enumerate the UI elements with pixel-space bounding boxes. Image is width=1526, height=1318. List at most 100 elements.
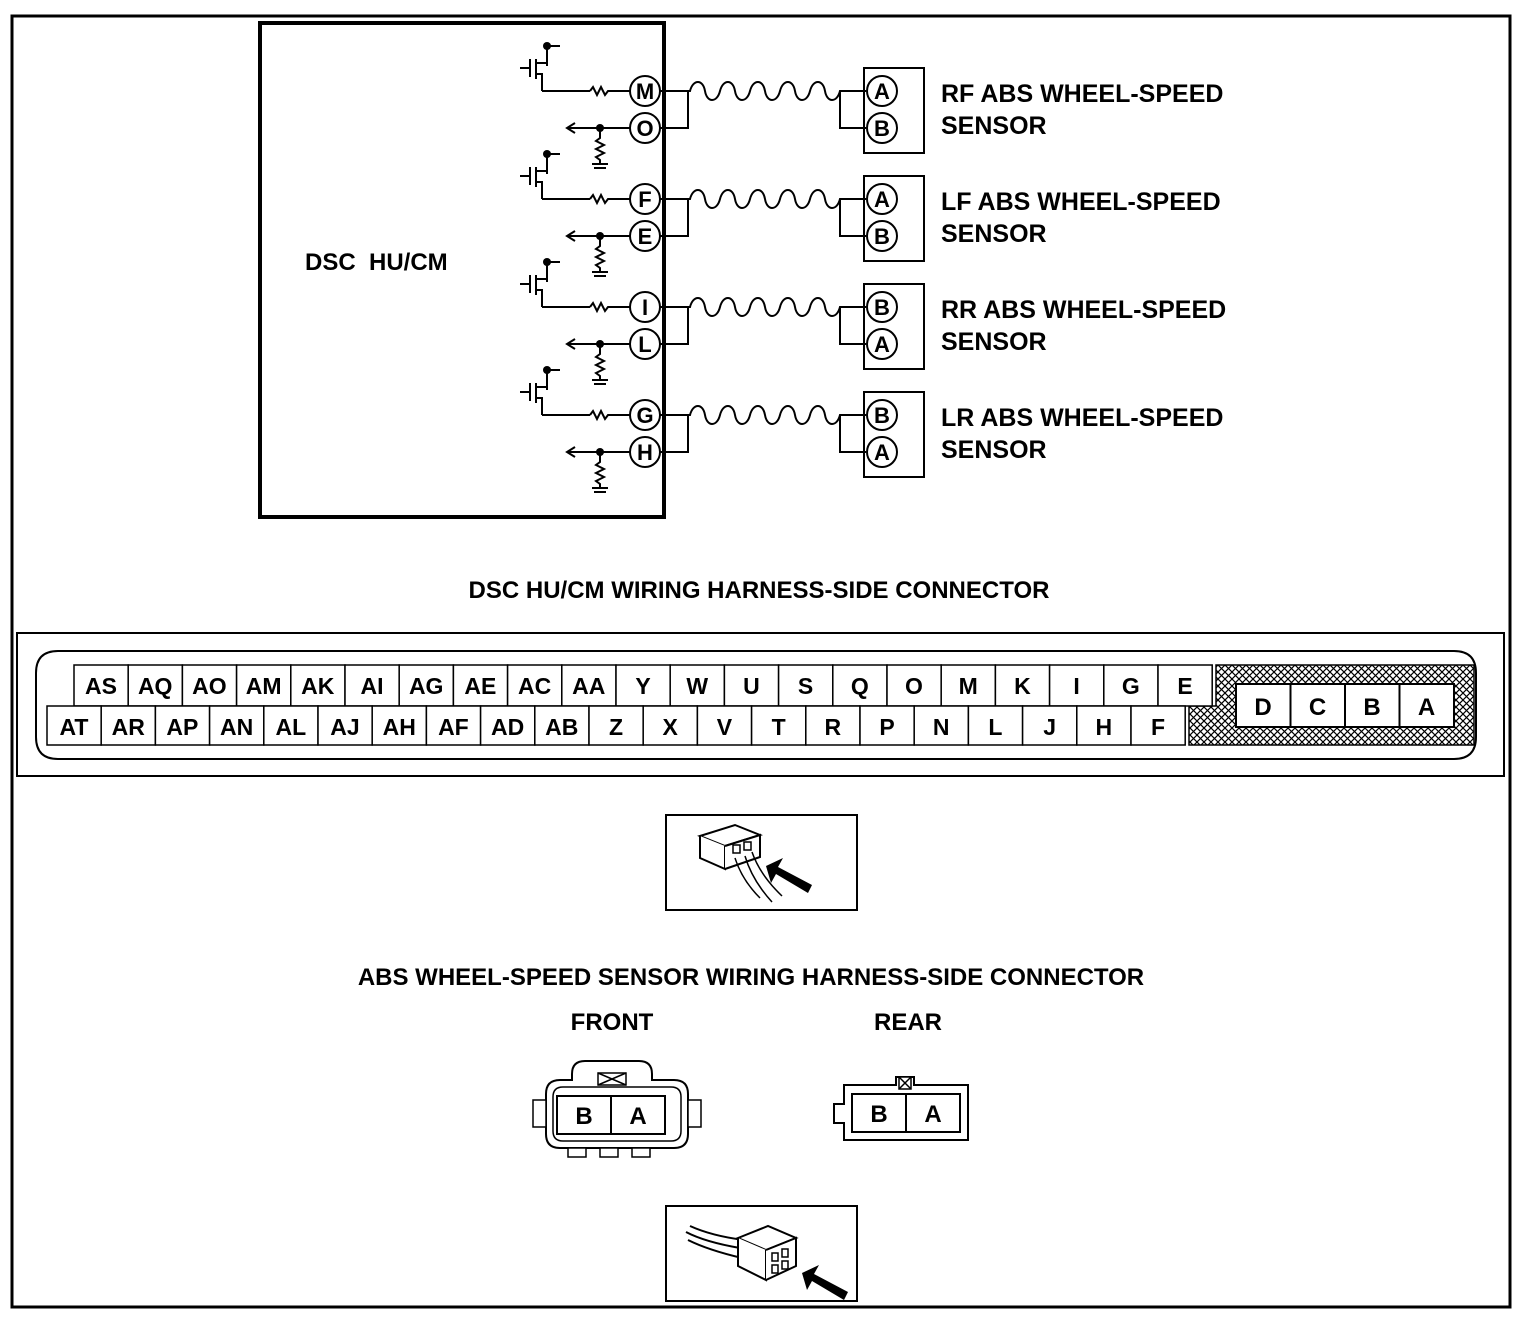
- connector-pin-label: AA: [572, 673, 605, 699]
- connector-pin-label: V: [717, 714, 733, 740]
- connector-pin-cell: [832, 664, 888, 707]
- connector-pin-cell: [588, 705, 644, 746]
- connector-pin-label: AC: [518, 673, 551, 699]
- connector-pin-label: AT: [60, 714, 89, 740]
- connector-large-pin-cell: [1289, 683, 1346, 728]
- connector-pin-label: AE: [464, 673, 496, 699]
- page-frame: [10, 14, 1512, 1309]
- module-pin-label: I: [642, 295, 648, 320]
- wire: [660, 199, 866, 237]
- connector-pin-cell: [1103, 664, 1159, 707]
- pulldown-resistor-icon: [593, 128, 607, 164]
- connector-pin-label: Z: [609, 714, 623, 740]
- connector-pin-cell: [506, 664, 563, 707]
- connector-pin-cell: [425, 705, 482, 746]
- connector-pin-cell: [696, 705, 753, 746]
- connector-pin-label: AQ: [138, 673, 173, 699]
- pulldown-resistor-icon: [593, 344, 607, 380]
- connector-pin-label: I: [1073, 673, 1079, 699]
- resistor-icon: [589, 84, 630, 98]
- connector-pin-label: H: [1095, 714, 1112, 740]
- sensor-connector-title: ABS WHEEL-SPEED SENSOR WIRING HARNESS-SI…: [358, 964, 1144, 991]
- connector-pin-cell: [859, 705, 915, 746]
- signal-arrow-icon: [565, 230, 576, 242]
- connector-pin-label: Y: [635, 673, 650, 699]
- front-connector-label: FRONT: [571, 1009, 654, 1036]
- ground-icon: [592, 271, 608, 277]
- front-pin-b: B: [575, 1103, 592, 1130]
- connector-view-icon-sensor: [665, 1205, 858, 1302]
- connector-pin-cell: [344, 664, 400, 707]
- connector-large-pin-label: C: [1309, 694, 1326, 721]
- connector-view-icon-module: [665, 814, 858, 911]
- sensor-pin-circle: [866, 220, 898, 252]
- resistor-icon: [589, 408, 630, 422]
- rear-pin-a: A: [924, 1101, 941, 1128]
- ground-icon: [592, 379, 608, 385]
- connector-pin-cell: [669, 664, 726, 707]
- twisted-wire: [660, 81, 877, 101]
- connector-pin-label: AJ: [330, 714, 359, 740]
- front-pin-a: A: [629, 1103, 646, 1130]
- connector-pin-cell: [561, 664, 617, 707]
- connector-pin-label: AM: [246, 673, 282, 699]
- connector-pin-label: T: [772, 714, 786, 740]
- connector-large-pin-label: A: [1418, 694, 1435, 721]
- rear-connector-label: REAR: [874, 1009, 942, 1036]
- sensor-pin-circle: [866, 291, 898, 323]
- connector-pin-label: J: [1043, 714, 1056, 740]
- connector-pin-cell: [886, 664, 942, 707]
- connector-pin-label: AK: [301, 673, 335, 699]
- rear-pin-b: B: [870, 1101, 887, 1128]
- sensor-name-line1: RF ABS WHEEL-SPEED: [941, 80, 1223, 108]
- sensor-pin-circle: [866, 436, 898, 468]
- connector-pin-cell: [398, 664, 455, 707]
- module-pin-label: L: [638, 332, 651, 357]
- connector-pin-label: AO: [192, 673, 227, 699]
- connector-pin-label: G: [1122, 673, 1140, 699]
- sensor-name-line2: SENSOR: [941, 220, 1047, 248]
- connector-pin-cell: [534, 705, 590, 746]
- connector-pin-cell: [1130, 705, 1186, 746]
- sensor-name-line2: SENSOR: [941, 112, 1047, 140]
- connector-pin-cell: [127, 664, 184, 707]
- connector-pin-cell: [181, 664, 238, 707]
- ground-icon: [592, 487, 608, 493]
- connector-pin-label: Q: [851, 673, 869, 699]
- connector-pin-label: AP: [166, 714, 198, 740]
- signal-arrow-icon: [565, 338, 576, 350]
- transistor-icon: [520, 59, 548, 91]
- sensor-name-line2: SENSOR: [941, 436, 1047, 464]
- sensor-name-line1: RR ABS WHEEL-SPEED: [941, 296, 1226, 324]
- module-pin-label: E: [638, 224, 653, 249]
- wire: [660, 91, 866, 129]
- sensor-pin-label: A: [874, 440, 890, 465]
- sensor-pin-label: B: [874, 116, 890, 141]
- signal-arrow-icon: [565, 122, 576, 134]
- twisted-wire: [660, 405, 877, 425]
- connector-pin-label: AH: [383, 714, 416, 740]
- connector-pin-label: U: [743, 673, 760, 699]
- connector-pin-label: K: [1014, 673, 1031, 699]
- transistor-icon: [520, 383, 548, 415]
- connector-pin-label: AG: [409, 673, 444, 699]
- connector-large-pin-label: D: [1254, 694, 1271, 721]
- connector-pin-cell: [154, 705, 211, 746]
- connector-pin-cell: [46, 705, 102, 746]
- connector-pin-label: O: [905, 673, 923, 699]
- module-pin-label: O: [636, 116, 653, 141]
- twisted-wire: [660, 297, 877, 317]
- sensor-pin-circle: [866, 183, 898, 215]
- connector-large-pin-label: B: [1363, 694, 1380, 721]
- connector-large-pin-cell: [1398, 683, 1455, 728]
- sensor-pin-label: B: [874, 224, 890, 249]
- module-pin-label: G: [636, 403, 653, 428]
- rear-connector: B A: [833, 1076, 969, 1141]
- connector-pin-label: AR: [112, 714, 146, 740]
- sensor-pin-circle: [866, 112, 898, 144]
